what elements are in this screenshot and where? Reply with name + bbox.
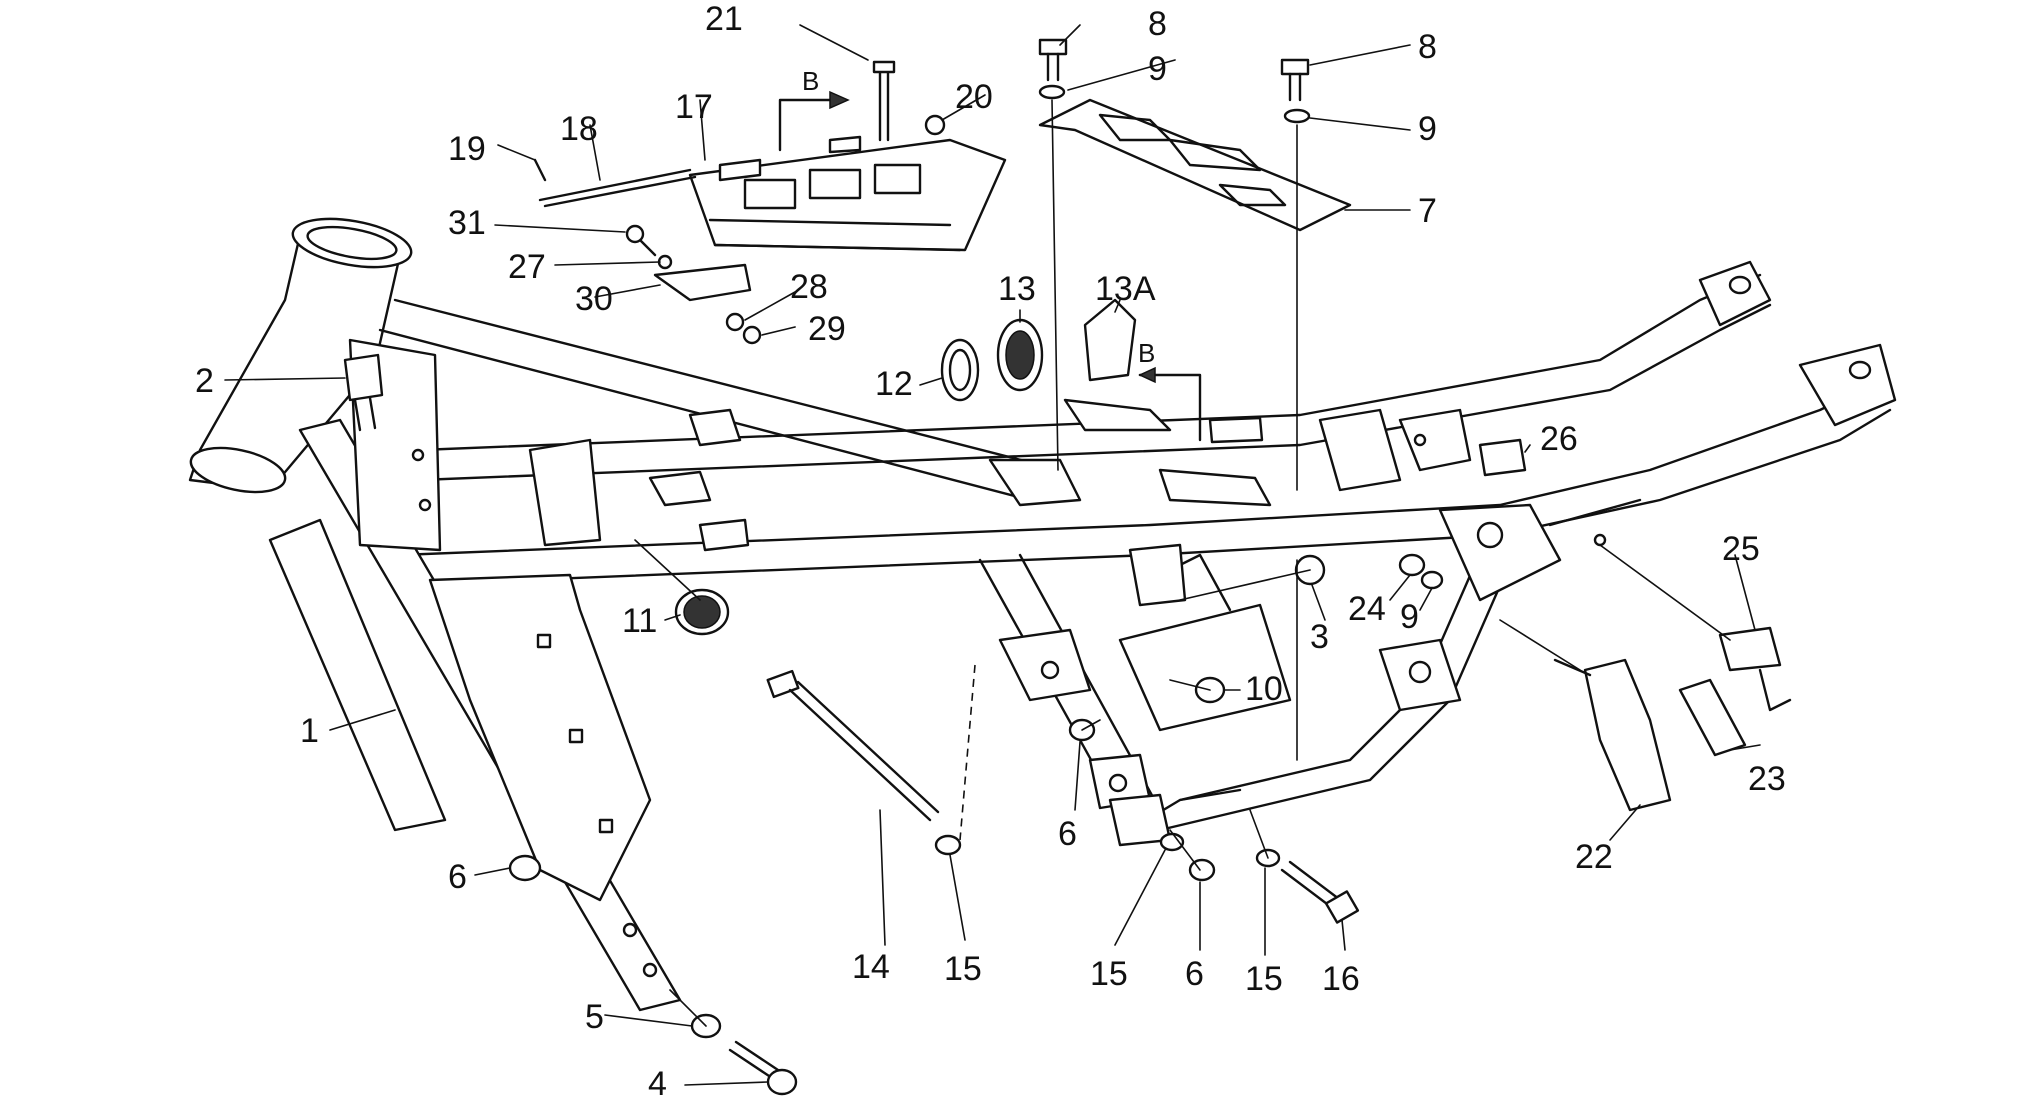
callout-17: 17	[675, 88, 713, 126]
callout-9b: 9	[1418, 110, 1437, 148]
main-frame	[188, 217, 1897, 1012]
assembly-lines	[634, 99, 1731, 1027]
callout-26: 26	[1540, 420, 1578, 458]
callout-18: 18	[560, 110, 598, 148]
callout-9a: 9	[1148, 50, 1167, 88]
callout-11: 11	[622, 602, 657, 640]
callout-13a: 13A	[1095, 270, 1156, 308]
callout-15c: 15	[1245, 960, 1283, 998]
callout-1: 1	[300, 712, 319, 750]
callout-31: 31	[448, 204, 486, 242]
section-marker-b-upper: B	[802, 66, 819, 96]
callout-6c: 6	[1185, 955, 1204, 993]
callout-20: 20	[955, 78, 993, 116]
callout-15b: 15	[1090, 955, 1128, 993]
callout-labels: 1 2 3 4 5 6 6 6 7 8 8 9 9 9 10 11 12 13 …	[195, 0, 1786, 1097]
callout-7: 7	[1418, 192, 1437, 230]
callout-23: 23	[1748, 760, 1786, 798]
callout-24: 24	[1348, 590, 1386, 628]
callout-30: 30	[575, 280, 613, 318]
callout-21: 21	[705, 0, 743, 38]
callout-4: 4	[648, 1065, 667, 1097]
callout-27: 27	[508, 248, 546, 286]
callout-16: 16	[1322, 960, 1360, 998]
callout-8a: 8	[1148, 5, 1167, 43]
callout-5: 5	[585, 998, 604, 1036]
callout-6a: 6	[448, 858, 467, 896]
parts	[343, 38, 1792, 1096]
callout-15a: 15	[944, 950, 982, 988]
callout-3: 3	[1310, 618, 1329, 656]
callout-12: 12	[875, 365, 913, 403]
callout-29: 29	[808, 310, 846, 348]
callout-6b: 6	[1058, 815, 1077, 853]
callout-10: 10	[1245, 670, 1283, 708]
callout-14: 14	[852, 948, 890, 986]
section-marker-b-lower: B	[1138, 338, 1155, 368]
callout-8b: 8	[1418, 28, 1437, 66]
callout-9c: 9	[1400, 598, 1419, 636]
callout-25: 25	[1722, 530, 1760, 568]
battery-tray	[688, 138, 1007, 252]
section-markers	[778, 90, 1202, 442]
callout-19: 19	[448, 130, 486, 168]
callout-22: 22	[1575, 838, 1613, 876]
callout-13: 13	[998, 270, 1036, 308]
callout-28: 28	[790, 268, 828, 306]
leader-lines	[224, 24, 1761, 1086]
callout-2: 2	[195, 362, 214, 400]
